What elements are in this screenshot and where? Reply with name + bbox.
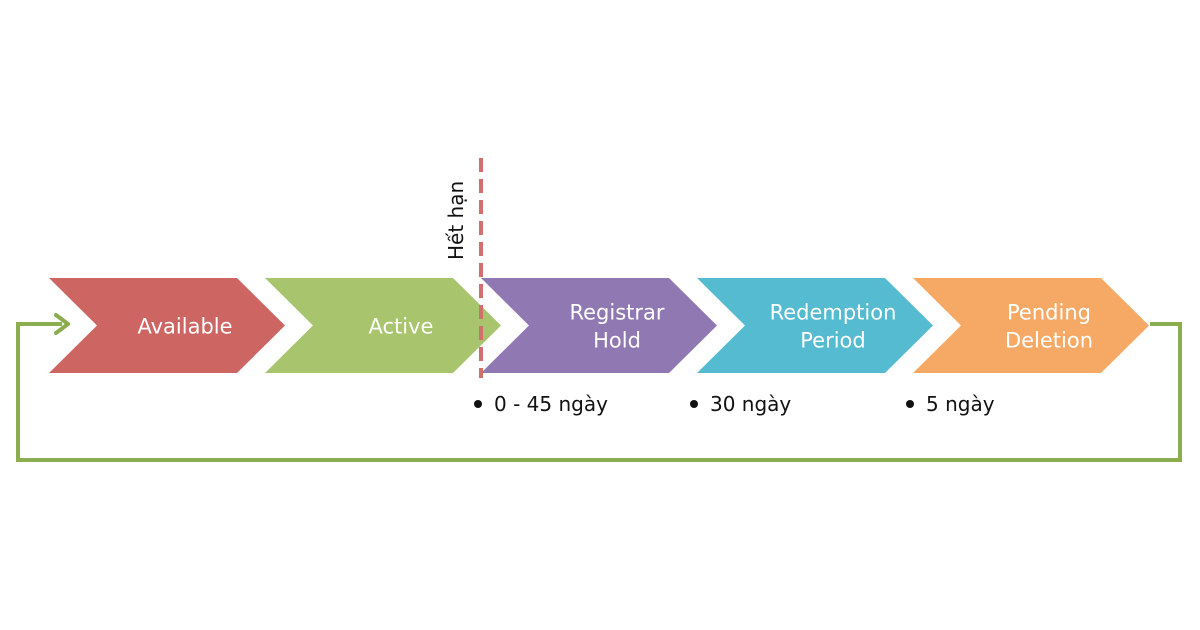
duration-text: 0 - 45 ngày	[494, 392, 608, 416]
stage-chevron-active	[265, 278, 501, 373]
expiration-marker-label: Hết hạn	[444, 181, 468, 260]
stage-chevron-redemption-period	[697, 278, 933, 373]
stage-label-pending-deletion: Deletion	[1005, 329, 1093, 353]
stage-available: Available	[49, 278, 285, 373]
stage-label-redemption-period: Redemption	[770, 301, 897, 325]
loop-back-arrow	[16, 322, 1182, 462]
stage-chevron-pending-deletion	[913, 278, 1149, 373]
stage-label-redemption-period: Period	[800, 329, 865, 353]
stage-label-active: Active	[369, 315, 434, 339]
loop-back-arrowhead	[54, 313, 70, 335]
stage-chevron-registrar-hold	[481, 278, 717, 373]
stage-label-registrar-hold: Hold	[593, 329, 641, 353]
duration-text: 5 ngày	[926, 392, 995, 416]
stage-label-pending-deletion: Pending	[1007, 301, 1091, 325]
stage-active: Active	[265, 278, 501, 373]
duration-bullet	[906, 400, 914, 408]
duration-registrar-hold: 0 - 45 ngày	[474, 392, 608, 416]
duration-text: 30 ngày	[710, 392, 791, 416]
stage-label-available: Available	[137, 315, 232, 339]
duration-redemption-period: 30 ngày	[690, 392, 791, 416]
stage-chevron-available	[49, 278, 285, 373]
duration-bullet	[690, 400, 698, 408]
duration-bullet	[474, 400, 482, 408]
stage-label-registrar-hold: Registrar	[569, 301, 664, 325]
stage-durations: 0 - 45 ngày 30 ngày 5 ngày	[474, 392, 995, 416]
duration-pending-deletion: 5 ngày	[906, 392, 995, 416]
